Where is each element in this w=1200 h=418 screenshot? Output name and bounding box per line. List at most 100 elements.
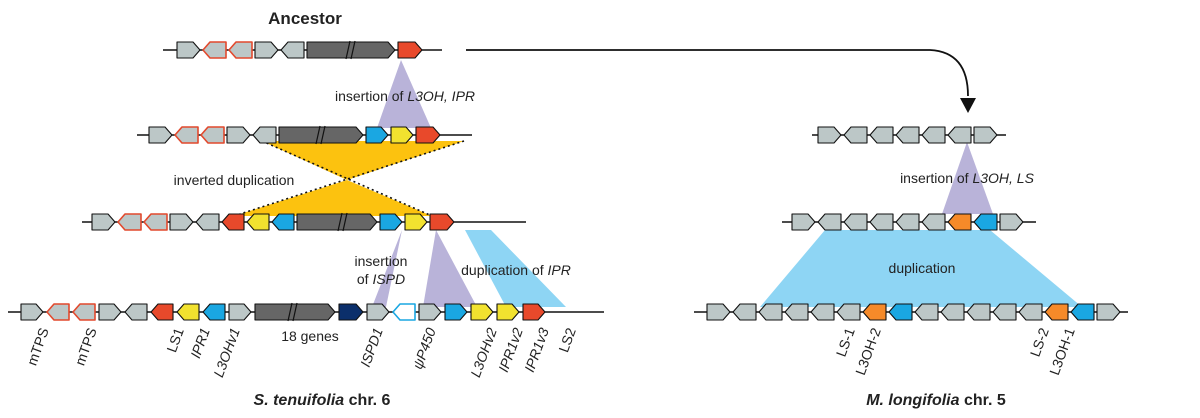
ls-arrow [221, 213, 245, 231]
insertion-ispd-label-line1: insertion [355, 253, 408, 269]
insertion-ispd-label-line2: of ISPD [357, 271, 405, 287]
mtps-arrow [117, 213, 142, 231]
ipr-arrow [404, 213, 428, 231]
gene-arrow-g [784, 303, 809, 321]
mtps-arrow [72, 303, 96, 321]
gap-break-mark [315, 125, 326, 145]
duplication-label: duplication [889, 260, 956, 276]
mtps-arrow [202, 41, 227, 59]
insertion-l3oh-ls-label: insertion of L3OH, LS [900, 170, 1035, 186]
ls-arrow [397, 41, 423, 59]
gene-arrow-g [836, 303, 861, 321]
gene-arrow-g [973, 126, 998, 144]
event-shading [233, 60, 1082, 307]
gene-arrow-g [895, 126, 920, 144]
l3oh-arrow [365, 126, 389, 144]
ls-arrow [415, 126, 441, 144]
block-18-genes [278, 126, 364, 144]
inverted-duplication-dotted-edge [261, 140, 433, 217]
block-18-genes [296, 213, 378, 231]
ls2-arrow [522, 303, 546, 321]
tenuifolia-title: S. tenuifolia chr. 6 [254, 392, 391, 409]
l3oh-arrow [973, 213, 998, 231]
gene-arrow-g [732, 303, 757, 321]
gene-arrow-g [921, 213, 946, 231]
gap-break-mark [337, 212, 348, 232]
gene-arrow-g [169, 213, 194, 231]
ipr-arrow [246, 213, 270, 231]
gene-arrow-g [817, 126, 842, 144]
gene-arrow-g [124, 303, 148, 321]
l3oh-arrow [271, 213, 295, 231]
gap-break-mark [345, 40, 356, 60]
gene-label-ls-2: LS-2 [1027, 325, 1052, 358]
ls-arrow [947, 213, 972, 231]
gene-arrow-g [226, 126, 251, 144]
gene-arrow-g [921, 126, 946, 144]
gene-arrow-g [176, 41, 201, 59]
gene-arrow-g [817, 213, 842, 231]
gene-arrow-g [254, 41, 279, 59]
18-genes-label: 18 genes [281, 328, 339, 344]
inverted-duplication-dotted-edge [233, 140, 465, 217]
mtps-arrow [143, 213, 168, 231]
mtps-arrow [200, 126, 225, 144]
l3ohv2-arrow [444, 303, 468, 321]
gene-arrow-g [706, 303, 731, 321]
gene-arrow-g [966, 303, 991, 321]
gene-label-ls2: LS2 [555, 325, 579, 354]
gap-break-mark [287, 302, 298, 322]
block-18-genes [306, 41, 396, 59]
gene-arrow-g [940, 303, 965, 321]
ipr1v3-arrow [496, 303, 520, 321]
mtps-arrow [174, 126, 199, 144]
gene-arrow-g [148, 126, 173, 144]
mtps-arrow [228, 41, 253, 59]
gene-label-ipr1v3: IPR1v3 [521, 325, 552, 374]
ancestor-title: Ancestor [268, 9, 342, 28]
gene-label-mtps: mTPS [71, 326, 99, 368]
ispd1-arrow [338, 303, 364, 321]
gene-arrow-g [418, 303, 442, 321]
gene-arrow-g [280, 41, 305, 59]
insertion-l3oh-ipr-wedge [377, 60, 431, 128]
gene-arrow-g [195, 213, 220, 231]
l3ohv1-arrow [202, 303, 226, 321]
duplication-ipr-band [465, 230, 566, 307]
gene-arrow-g [1018, 303, 1043, 321]
insertion-l3oh-ipr-label: insertion of L3OH, IPR [335, 88, 475, 104]
gene-arrow-g [810, 303, 835, 321]
gene-arrow-g [843, 126, 868, 144]
gene-arrow-g [992, 303, 1017, 321]
ipr1-arrow [176, 303, 200, 321]
gene-arrow-g [366, 303, 390, 321]
ipr1v2-arrow [470, 303, 494, 321]
l3oh-2-arrow [888, 303, 913, 321]
inverted-duplication-label: inverted duplication [174, 172, 295, 188]
gene-label-mtps: mTPS [23, 326, 51, 368]
gene-label-l3ohv2: L3OHv2 [467, 325, 500, 379]
gene-label-ispd1: ISPD1 [357, 326, 386, 370]
longifolia-title: M. longifolia chr. 5 [866, 392, 1006, 409]
gene-label-ls-1: LS-1 [833, 325, 858, 358]
gene-arrow-g [914, 303, 939, 321]
gene-arrows [20, 40, 1121, 322]
gene-arrow-g [20, 303, 44, 321]
gene-arrow-g [895, 213, 920, 231]
longifolia-gene-labels: LS-1 L3OH-2 LS-2 L3OH-1 [833, 325, 1078, 377]
ls-2-arrow [1044, 303, 1069, 321]
mtps-arrow [46, 303, 70, 321]
gene-arrow-g [999, 213, 1024, 231]
duplication-band [760, 230, 1082, 307]
l3oh-arrow [379, 213, 403, 231]
ls-arrow [429, 213, 455, 231]
psip450-arrow [392, 303, 416, 321]
ls-1-arrow [862, 303, 887, 321]
inverted-duplication-top-wedge [262, 141, 464, 180]
ancestor-to-longifolia-arrow [466, 49, 976, 113]
ls1-arrow [150, 303, 174, 321]
inverted-duplication-bottom-wedge [234, 180, 432, 216]
gene-label-psip450: ψP450 [409, 325, 439, 371]
ipr-arrow [390, 126, 414, 144]
